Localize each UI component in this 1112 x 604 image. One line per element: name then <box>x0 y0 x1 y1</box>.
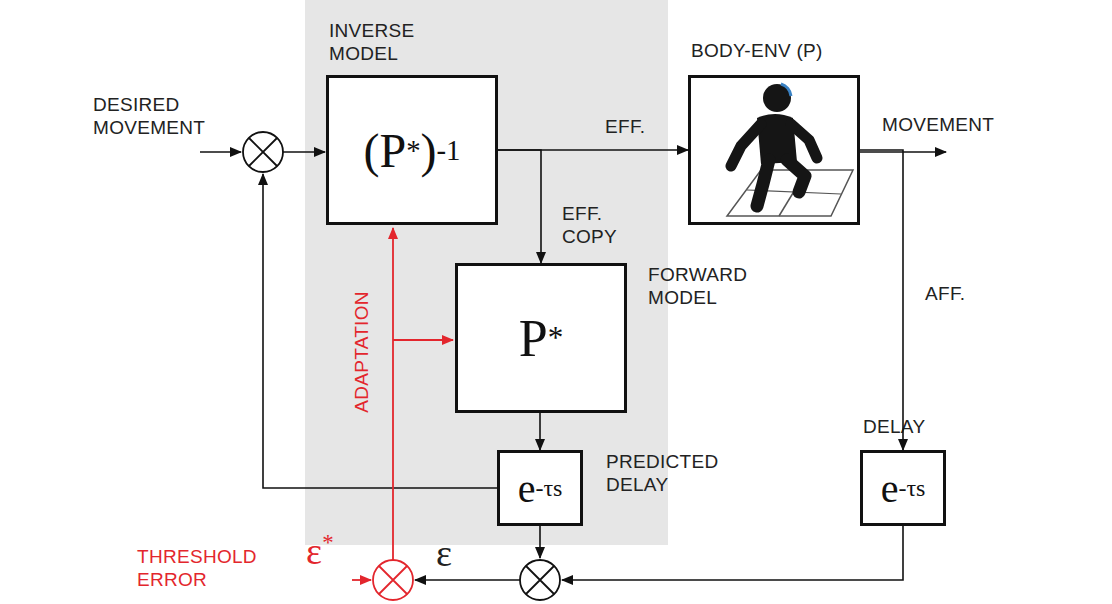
threshold-junction <box>373 560 413 600</box>
connector-label: AFF. <box>925 283 965 306</box>
box-heading: INVERSE MODEL <box>329 20 459 66</box>
signal-connector <box>498 149 688 151</box>
superscript: * <box>322 530 334 555</box>
delay-formula: e-τs <box>863 453 943 523</box>
signal-connector <box>860 150 903 450</box>
input-wire <box>200 151 241 153</box>
connector-label: EFF. COPY <box>562 203 652 249</box>
adaptation-label: ADAPTATION <box>351 291 374 413</box>
delay-formula: e-τs <box>500 453 580 523</box>
signal-connector <box>539 413 541 450</box>
error-symbol: ε <box>436 534 452 572</box>
connector-label: EFF. <box>605 116 645 139</box>
afferent-wire <box>562 526 903 580</box>
threshold-wire <box>352 579 371 581</box>
signal-wire <box>539 526 541 558</box>
input-label: DESIRED MOVEMENT <box>93 94 243 140</box>
threshold-symbol: ε* <box>306 532 334 570</box>
threshold-label: THRESHOLD ERROR <box>137 546 257 592</box>
adaptation-wire <box>393 339 453 341</box>
box-heading: PREDICTED DELAY <box>606 451 736 497</box>
delay-box: DELAYe-τs <box>860 450 946 526</box>
inverse-model-box: INVERSE MODEL(P*)-1 <box>326 75 498 225</box>
signal-wire <box>283 151 325 153</box>
signal-connector <box>498 150 541 263</box>
error-wire <box>415 579 520 581</box>
output-wire <box>860 151 946 153</box>
box-heading: DELAY <box>863 416 925 439</box>
predicted-delay-box: e-τsPREDICTED DELAY <box>497 450 583 526</box>
walking-person-figure <box>691 78 857 222</box>
summing-junction <box>520 560 560 600</box>
box-heading: FORWARD MODEL <box>648 264 778 310</box>
model-formula: P* <box>458 266 624 410</box>
summing-junction <box>243 132 283 172</box>
adaptation-wire <box>392 228 394 560</box>
body-environment-box: BODY-ENV (P) <box>688 75 860 225</box>
box-heading: BODY-ENV (P) <box>691 40 823 63</box>
forward-model-box: FORWARD MODELP* <box>455 263 627 413</box>
output-label: MOVEMENT <box>882 114 994 137</box>
model-formula: (P*)-1 <box>329 78 495 222</box>
